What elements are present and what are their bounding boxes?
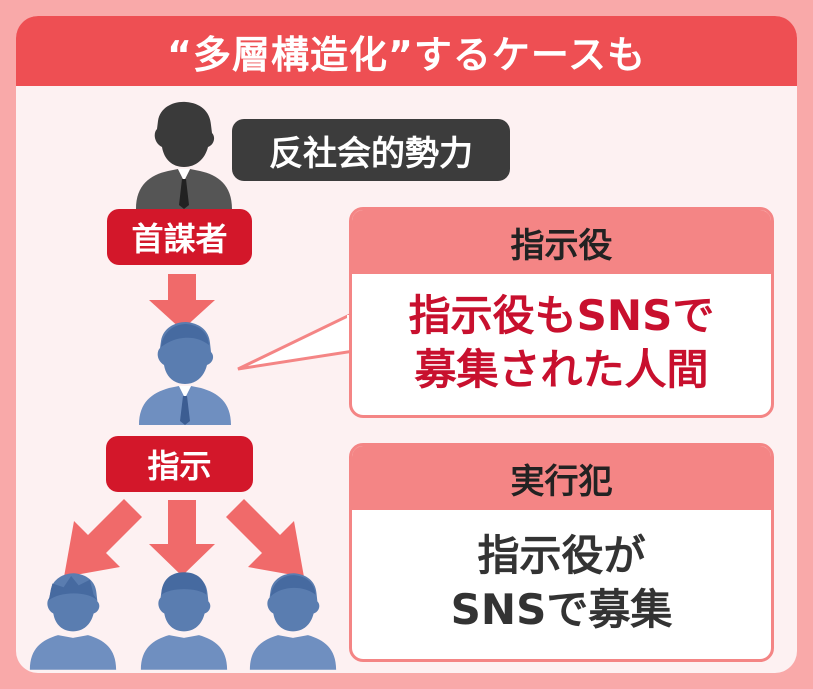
director-card-line-2: 募集された人間 <box>414 345 709 394</box>
director-card-line-1: 指示役もSNSで <box>408 291 715 340</box>
executor-card-line-2: SNSで募集 <box>450 585 673 634</box>
executor-card-title: 実行犯 <box>352 446 771 510</box>
arrow-down-left-icon <box>64 499 142 577</box>
arrow-down-center-icon <box>149 500 215 576</box>
executor-person-icon-1 <box>29 573 117 670</box>
director-card: 指示役 指示役もSNSで 募集された人間 <box>349 207 774 418</box>
arrow-down-icon <box>149 274 215 330</box>
executor-card-line-1: 指示役が <box>477 531 646 580</box>
boss-person-icon <box>136 101 232 209</box>
executor-person-icon-2 <box>140 572 228 670</box>
header-title: “多層構造化”するケースも <box>16 16 797 86</box>
executor-card: 実行犯 指示役が SNSで募集 <box>349 443 774 662</box>
diagram-panel: “多層構造化”するケースも 反社会的勢力 首謀者 指示 <box>16 16 797 673</box>
ringleader-tag: 首謀者 <box>107 209 252 265</box>
antisocial-forces-label: 反社会的勢力 <box>232 119 510 181</box>
director-card-title: 指示役 <box>352 210 771 274</box>
executor-card-body: 指示役が SNSで募集 <box>352 510 771 656</box>
director-card-body: 指示役もSNSで 募集された人間 <box>352 274 771 412</box>
arrow-down-right-icon <box>226 499 304 577</box>
director-person-icon <box>139 322 231 425</box>
executor-person-icon-3 <box>249 573 337 670</box>
speech-pointer <box>237 311 354 371</box>
instruction-tag: 指示 <box>106 436 253 492</box>
